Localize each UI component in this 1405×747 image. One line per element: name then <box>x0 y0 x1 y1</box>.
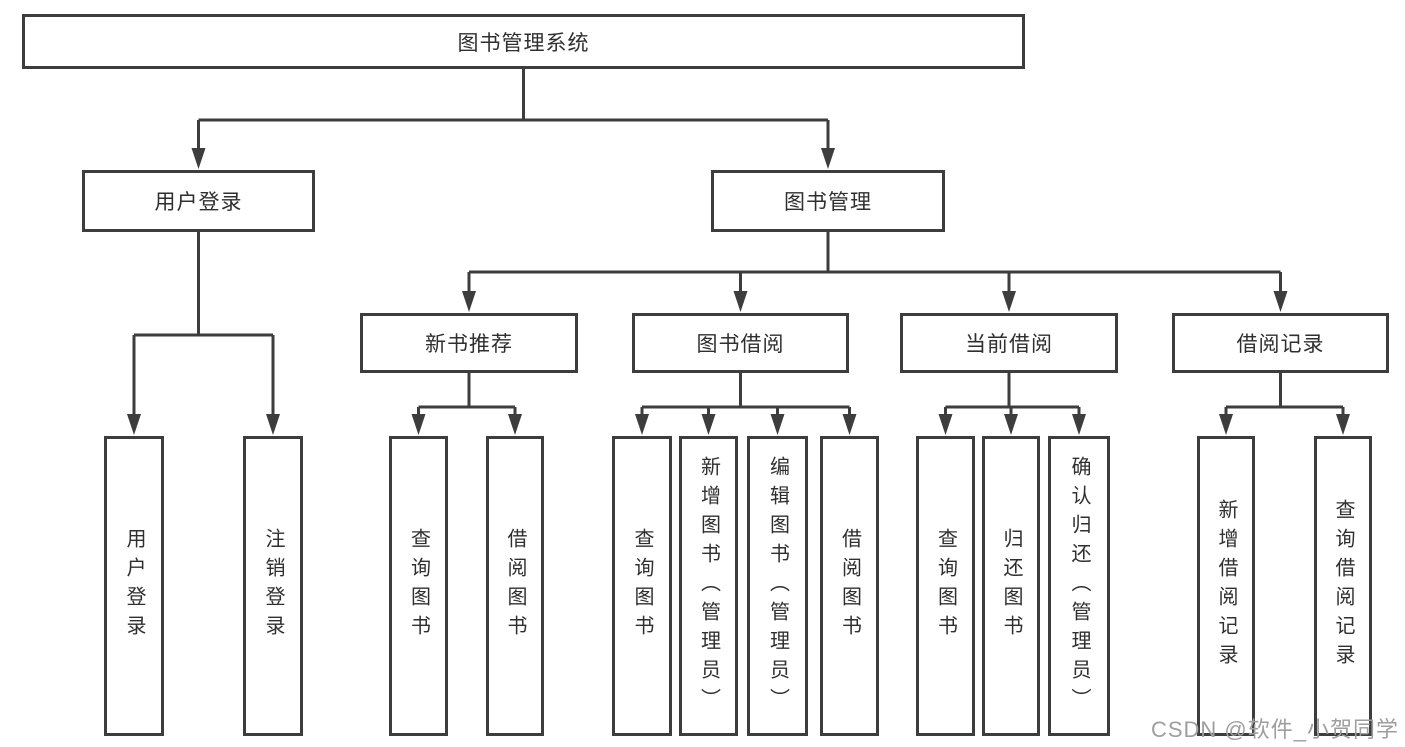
arrow-down-icon <box>1336 414 1350 435</box>
leaf-label: 借阅图书 <box>838 528 861 644</box>
arrow-down-icon <box>635 414 649 435</box>
node-borrow-records: 借阅记录 <box>1172 313 1389 373</box>
arrow-down-icon <box>127 414 141 435</box>
leaf-borrow-add-books: 新增图书（管理员） <box>679 436 738 736</box>
arrow-down-icon <box>842 414 857 435</box>
leaf-label: 用户登录 <box>123 528 145 644</box>
arrow-down-icon <box>770 414 785 435</box>
leaf-records-query: 查询借阅记录 <box>1314 436 1372 736</box>
connector-book-mgmt-children <box>467 232 1282 294</box>
leaf-logout: 注销登录 <box>243 436 303 736</box>
connector-current-borrow-children <box>944 373 1081 417</box>
leaf-borrow-borrow-books: 借阅图书 <box>820 436 879 736</box>
leaf-label: 归还图书 <box>1000 528 1022 644</box>
leaf-label: 查询图书 <box>631 528 653 644</box>
leaf-current-return-books: 归还图书 <box>982 436 1040 736</box>
arrow-down-icon <box>733 291 748 312</box>
leaf-current-query-books: 查询图书 <box>916 436 975 736</box>
leaf-label: 借阅图书 <box>504 528 526 644</box>
leaf-label: 查询图书 <box>407 528 430 644</box>
node-root: 图书管理系统 <box>22 14 1025 69</box>
connector-user-login-children <box>132 232 275 417</box>
node-book-borrow: 图书借阅 <box>632 313 849 373</box>
arrow-down-icon <box>938 414 953 435</box>
leaf-label: 编辑图书（管理员） <box>766 455 789 717</box>
arrow-down-icon <box>701 414 716 435</box>
arrow-down-icon <box>1002 291 1016 312</box>
connector-new-book-rec-children <box>417 373 517 417</box>
arrow-down-icon <box>1273 291 1288 312</box>
leaf-label: 新增借阅记录 <box>1215 499 1237 673</box>
arrow-down-icon <box>1219 414 1233 435</box>
arrow-down-icon <box>1004 414 1018 435</box>
leaf-rec-borrow-books: 借阅图书 <box>486 436 544 736</box>
leaf-records-add: 新增借阅记录 <box>1197 436 1255 736</box>
arrow-down-icon <box>411 414 426 435</box>
connector-book-borrow-children <box>640 373 851 417</box>
node-current-borrow: 当前借阅 <box>900 313 1118 373</box>
arrow-down-icon <box>1072 414 1086 435</box>
arrow-down-icon <box>266 414 280 435</box>
node-user-login: 用户登录 <box>82 170 315 232</box>
leaf-rec-query-books: 查询图书 <box>389 436 448 736</box>
arrow-down-icon <box>821 148 835 169</box>
leaf-label: 注销登录 <box>262 528 284 644</box>
leaf-borrow-edit-books: 编辑图书（管理员） <box>747 436 808 736</box>
leaf-label: 查询借阅记录 <box>1332 499 1354 673</box>
arrow-down-icon <box>508 414 522 435</box>
leaf-label: 查询图书 <box>934 528 957 644</box>
watermark: CSDN @软件_小贺同学 <box>1150 717 1399 742</box>
leaf-label: 确认归还（管理员） <box>1068 455 1090 717</box>
arrow-down-icon <box>462 291 476 312</box>
arrow-down-icon <box>191 148 206 169</box>
node-new-book-rec: 新书推荐 <box>360 313 578 373</box>
leaf-borrow-query-books: 查询图书 <box>612 436 672 736</box>
node-book-mgmt: 图书管理 <box>711 170 945 232</box>
leaf-user-login: 用户登录 <box>104 436 164 736</box>
connector-root-to-level2 <box>197 69 830 150</box>
leaf-label: 新增图书（管理员） <box>697 455 720 717</box>
connector-borrow-records-children <box>1224 373 1345 417</box>
leaf-current-confirm-return: 确认归还（管理员） <box>1048 436 1110 736</box>
